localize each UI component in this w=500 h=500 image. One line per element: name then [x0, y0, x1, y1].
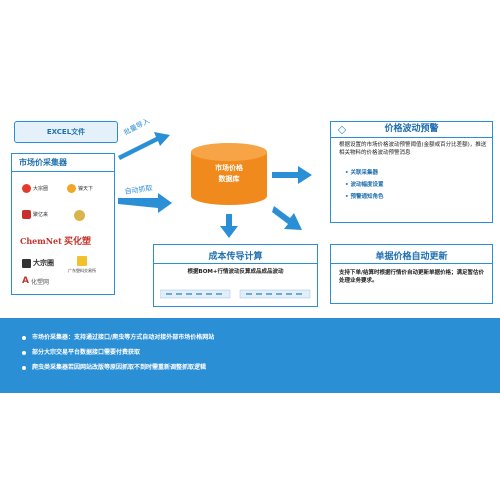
- price-alert-panel: 价格波动预警 根据设置的市场价格波动预警阈值(金额或百分比差额)，推送相关物料的…: [330, 121, 493, 223]
- logo-mark-icon: [22, 258, 31, 268]
- bullet-icon: [22, 365, 26, 370]
- database-label-line2: 数据库: [218, 175, 240, 183]
- note-line-2: 部分大宗交易平台数据接口需要付费获取: [22, 347, 140, 356]
- logo-nietianxia: 镍天下: [67, 184, 93, 193]
- logo-mark-icon: [22, 210, 31, 219]
- logo-mark-icon: [67, 184, 76, 193]
- logo-label: 大宗圈: [33, 259, 54, 267]
- logo-huasuwang: A 化塑网: [22, 276, 49, 286]
- note-text: 市场价采集器：支持通过接口/爬虫等方式自动对接外部市场价格网站: [32, 334, 215, 341]
- logo-label: 大宗圈: [33, 186, 49, 192]
- logo-emblem: [74, 210, 85, 221]
- price-auto-update-panel: 单据价格自动更新 支持下单/结算时根据行情价自动更新单据价格；满足暂估价处理业务…: [330, 244, 493, 304]
- alert-header: 价格波动预警: [331, 122, 492, 138]
- excel-file-box: EXCEL文件: [14, 121, 118, 143]
- database-cylinder-icon: [191, 143, 267, 205]
- logo-label: 广东塑料交易所: [68, 268, 96, 273]
- collector-title: 市场价采集器: [12, 154, 114, 172]
- excel-file-label: EXCEL文件: [46, 128, 86, 136]
- logo-guangdong-plastic: 广东塑料交易所: [68, 256, 96, 274]
- cost-title: 成本传导计算: [208, 252, 263, 262]
- alert-item-label: 关联采集器: [350, 170, 378, 176]
- auto-fetch-arrow: [118, 193, 172, 213]
- market-price-collector-box: 市场价采集器 大宗圈 镍天下 聚亿来 ChemNet 买化塑 大宗圈 广东塑料交…: [11, 153, 115, 295]
- alert-title: 价格波动预警: [384, 124, 439, 134]
- database-label-line1: 市场价格: [215, 164, 243, 172]
- logo-label: 买化塑: [64, 237, 92, 247]
- batch-import-arrow: [118, 132, 170, 160]
- logo-juyilai: 聚亿来: [22, 210, 48, 219]
- alert-item-label: 预警通知角色: [350, 194, 384, 200]
- logo-maihuasu: 买化塑: [64, 234, 91, 247]
- bullet-icon: [22, 350, 26, 355]
- logo-dazongquan-1: 大宗圈: [22, 184, 48, 193]
- cost-divider: [154, 263, 317, 264]
- logo-label: 镍天下: [78, 186, 94, 192]
- alert-description: 根据设置的市场价格波动预警阈值(金额或百分比差额)，推送相关物料的价格波动预警消…: [339, 142, 487, 156]
- note-text: 部分大宗交易平台数据接口需要付费获取: [32, 349, 141, 356]
- update-divider: [331, 263, 492, 264]
- cost-flow-bar-icon: [160, 289, 311, 299]
- alert-item-collector: • 关联采集器: [345, 170, 378, 176]
- logo-label: 聚亿来: [33, 212, 49, 218]
- alert-item-label: 波动幅度设置: [350, 182, 384, 188]
- logo-chemnet: ChemNet: [20, 236, 62, 246]
- cost-calculation-panel: 成本传导计算 根据BOM+行情波动反算成品成品波动: [153, 244, 318, 307]
- update-description: 支持下单/结算时根据行情价自动更新单据价格；满足暂估价处理业务要求。: [339, 270, 485, 284]
- logo-a-icon: A: [22, 276, 29, 286]
- logo-mark-icon: [77, 256, 87, 266]
- note-line-3: 爬虫类采集器若因网站改版等原因抓取不到时需重新调整抓取逻辑: [22, 362, 206, 371]
- alert-item-role: • 预警通知角色: [345, 194, 384, 200]
- cost-description: 根据BOM+行情波动反算成品成品波动: [187, 269, 284, 275]
- db-to-cost-arrow: [220, 214, 238, 238]
- update-title: 单据价格自动更新: [375, 252, 448, 262]
- db-to-update-arrow: [272, 206, 302, 230]
- database-label: 市场价格 数据库: [189, 163, 269, 185]
- logo-mark-icon: [74, 210, 85, 221]
- db-to-alert-arrow: [272, 166, 312, 184]
- alert-item-threshold: • 波动幅度设置: [345, 182, 384, 188]
- logo-label: ChemNet: [20, 236, 62, 246]
- bullet-icon: [22, 335, 26, 340]
- logo-dazongquan-2: 大宗圈: [22, 258, 54, 268]
- note-line-1: 市场价采集器：支持通过接口/爬虫等方式自动对接外部市场价格网站: [22, 332, 214, 341]
- note-text: 爬虫类采集器若因网站改版等原因抓取不到时需重新调整抓取逻辑: [32, 364, 207, 371]
- logo-mark-icon: [22, 184, 31, 193]
- notes-banner: 市场价采集器：支持通过接口/爬虫等方式自动对接外部市场价格网站 部分大宗交易平台…: [0, 318, 500, 393]
- logo-label: 化塑网: [30, 278, 49, 286]
